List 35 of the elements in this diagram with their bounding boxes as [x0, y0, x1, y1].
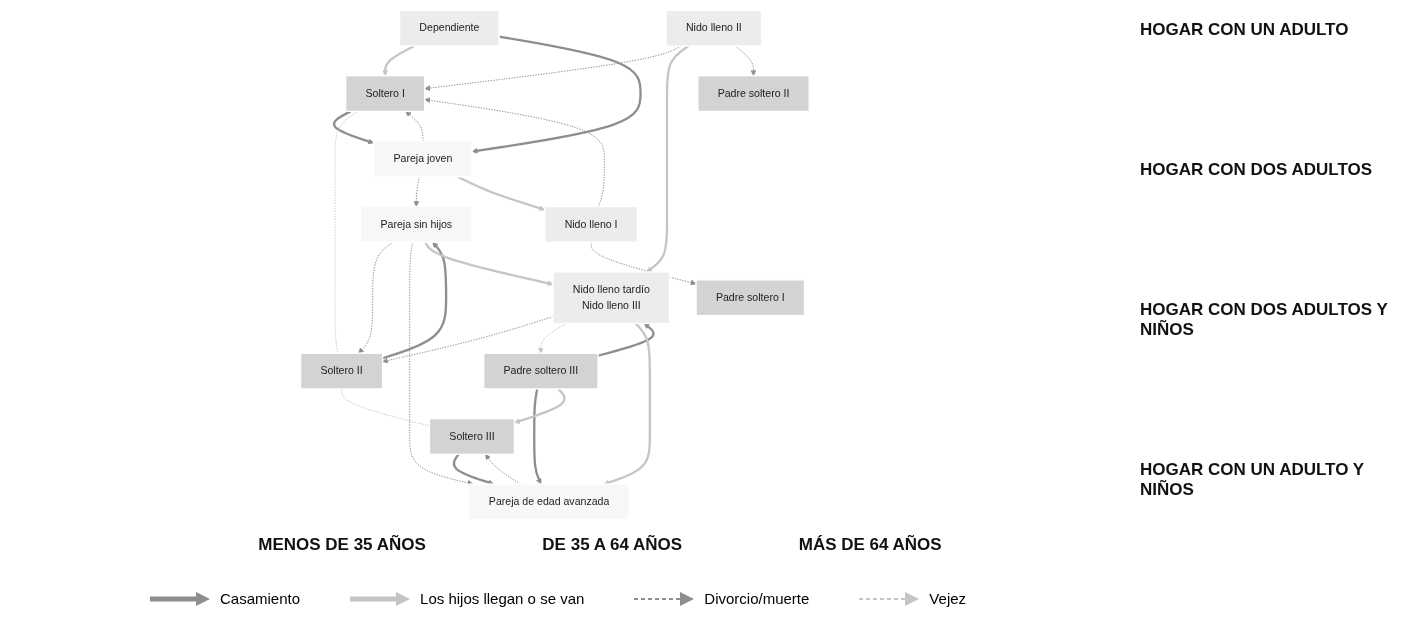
connector: [334, 110, 359, 354]
node-box: Padre soltero III: [483, 352, 599, 390]
arrow: [597, 323, 655, 357]
row-label: HOGAR CON UN ADULTO Y NIÑOS: [1140, 460, 1365, 500]
node-box: Padre soltero II: [697, 75, 810, 113]
node-box: Nido lleno II: [665, 9, 763, 47]
arrow: [603, 322, 652, 486]
arrow: [382, 44, 415, 76]
node-box: Soltero I: [345, 75, 426, 113]
node-box: Soltero II: [300, 352, 384, 390]
arrow: [514, 388, 566, 424]
row-label: HOGAR CON DOS ADULTOS: [1140, 160, 1374, 180]
node-box: Pareja de edad avanzada: [468, 483, 630, 521]
arrow: [333, 110, 375, 145]
node-box: Soltero III: [428, 417, 516, 455]
node-box: Padre soltero I: [695, 279, 806, 317]
column-label: DE 35 A 64 AÑOS: [542, 535, 683, 555]
arrow: [382, 241, 448, 360]
row-label: HOGAR CON DOS ADULTOS Y NIÑOS: [1140, 300, 1389, 340]
node-box: Nido lleno I: [544, 205, 639, 243]
node-box: Pareja joven: [373, 140, 473, 178]
legend-text: Divorcio/muerte: [704, 590, 810, 607]
arrow: [452, 453, 494, 486]
legend-text: Vejez: [929, 590, 967, 607]
legend-text: Casamiento: [220, 590, 301, 607]
node-box: Dependiente: [399, 9, 500, 47]
arrow: [424, 241, 554, 287]
node-box: Nido lleno tardío Nido lleno III: [552, 271, 671, 325]
arrow: [646, 45, 690, 273]
node-box: Pareja sin hijos: [360, 205, 473, 243]
column-label: MENOS DE 35 AÑOS: [258, 535, 426, 555]
legend-text: Los hijos llegan o se van: [420, 590, 585, 607]
column-label: MÁS DE 64 AÑOS: [798, 535, 942, 555]
row-label: HOGAR CON UN ADULTO: [1140, 20, 1350, 40]
arrow: [533, 388, 542, 485]
